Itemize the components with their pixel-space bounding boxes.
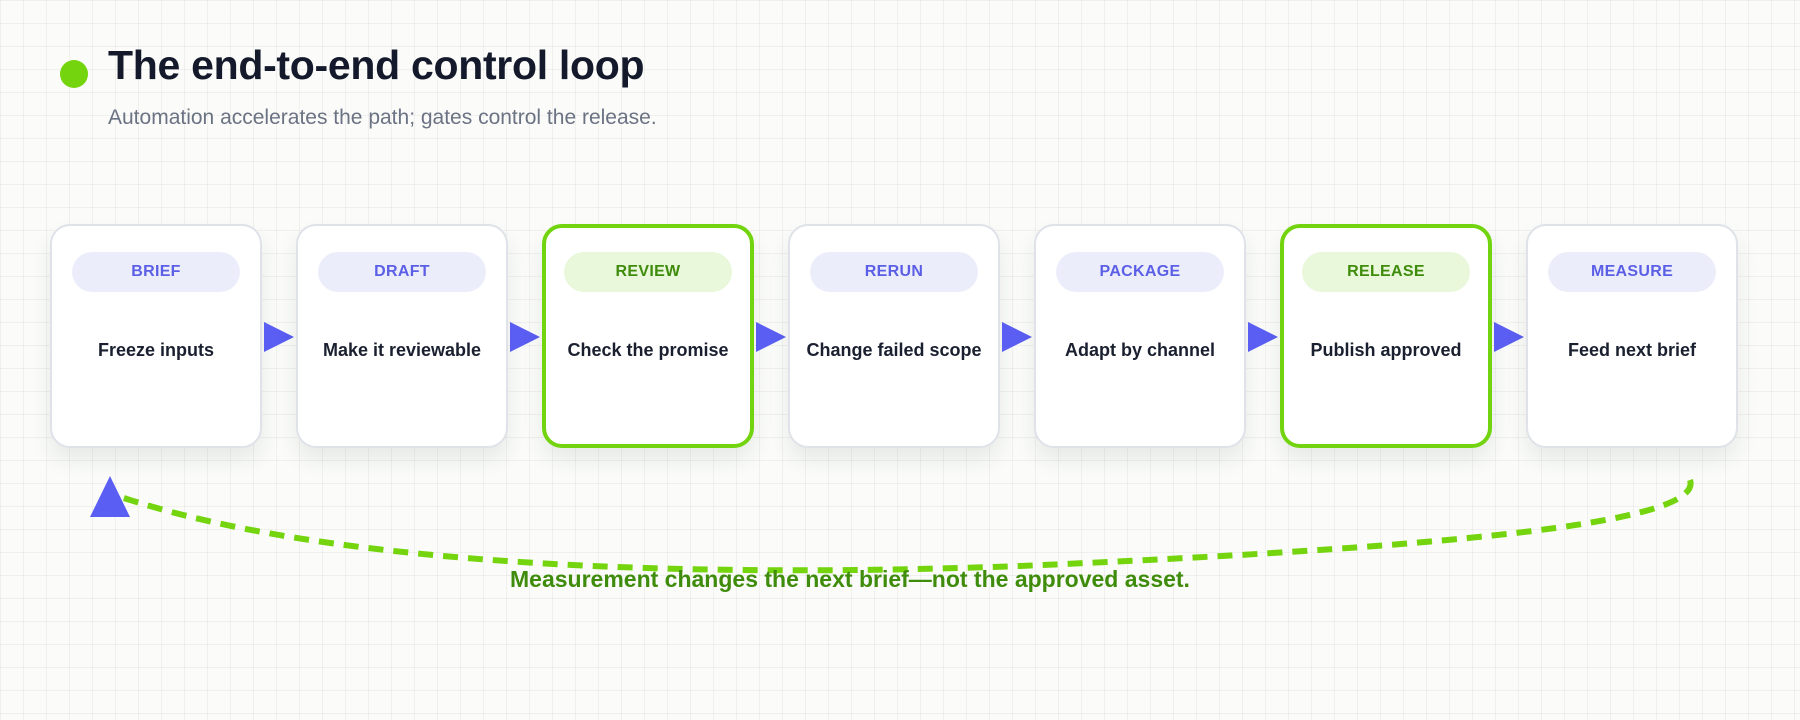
step-label: Publish approved	[1310, 340, 1462, 360]
step-card-draft: DRAFT Make it reviewable	[296, 224, 508, 448]
arrow-right-icon	[1494, 322, 1524, 352]
step-stage-badge: RELEASE	[1302, 252, 1470, 292]
feedback-loop-path	[117, 479, 1694, 574]
step-stage-badge: MEASURE	[1548, 252, 1716, 292]
loop-return-arrow-icon	[90, 476, 130, 517]
step-label: Check the promise	[567, 340, 729, 360]
step-card-brief: BRIEF Freeze inputs	[50, 224, 262, 448]
step-card-release-gate: RELEASE Publish approved	[1280, 224, 1492, 448]
arrow-right-icon	[1248, 322, 1278, 352]
step-label: Adapt by channel	[1064, 340, 1216, 360]
step-card-package: PACKAGE Adapt by channel	[1034, 224, 1246, 448]
step-label: Freeze inputs	[97, 340, 215, 360]
step-stage-badge: PACKAGE	[1056, 252, 1224, 292]
step-stage-badge: BRIEF	[72, 252, 240, 292]
step-stage-badge: RERUN	[810, 252, 978, 292]
step-stage-badge: REVIEW	[564, 252, 732, 292]
step-card-rerun: RERUN Change failed scope	[788, 224, 1000, 448]
loop-caption: Measurement changes the next brief—not t…	[510, 566, 1190, 592]
arrow-right-icon	[1002, 322, 1032, 352]
title-dot-icon	[60, 60, 88, 88]
step-label: Change failed scope	[806, 340, 982, 360]
step-label: Feed next brief	[1567, 340, 1697, 360]
arrow-right-icon	[510, 322, 540, 352]
step-card-review-gate: REVIEW Check the promise	[542, 224, 754, 448]
page-title: The end-to-end control loop	[108, 42, 645, 88]
page-subtitle: Automation accelerates the path; gates c…	[108, 106, 657, 129]
step-label: Make it reviewable	[322, 340, 482, 360]
step-stage-badge: DRAFT	[318, 252, 486, 292]
arrow-right-icon	[756, 322, 786, 352]
arrow-right-icon	[264, 322, 294, 352]
step-card-measure: MEASURE Feed next brief	[1526, 224, 1738, 448]
